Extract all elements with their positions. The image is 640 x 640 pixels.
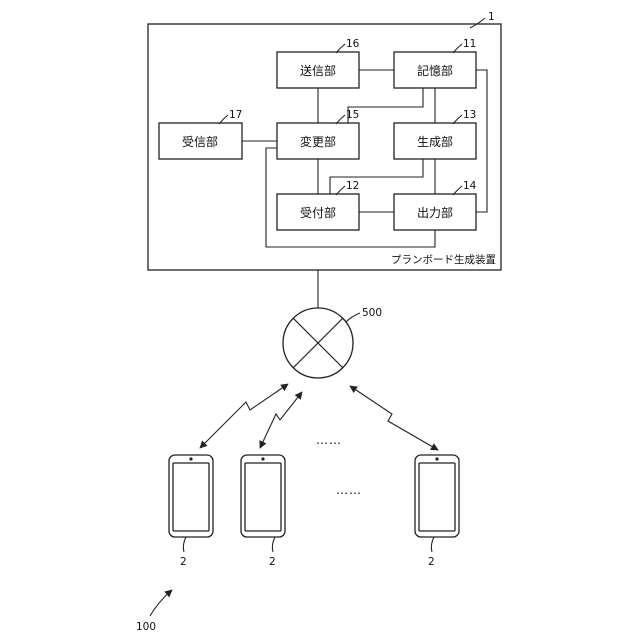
acceptance-block: 受付部 (277, 194, 359, 230)
phone-screen (173, 463, 209, 531)
wireless-link-2 (260, 392, 302, 448)
modification-label: 変更部 (300, 134, 336, 149)
reception-label: 受信部 (182, 134, 218, 149)
terminal-1 (169, 455, 213, 537)
terminal-1-ref-leader (183, 537, 186, 552)
phone-screen (245, 463, 281, 531)
phone-camera-icon (261, 457, 264, 460)
phone-screen (419, 463, 455, 531)
ellipsis-upper: …… (316, 433, 342, 447)
acceptance-label: 受付部 (300, 205, 336, 220)
storage-ref: 11 (463, 38, 476, 50)
phone-camera-icon (435, 457, 438, 460)
terminal-3 (415, 455, 459, 537)
output-ref: 14 (463, 180, 477, 192)
transmission-ref: 16 (346, 38, 360, 50)
generation-label: 生成部 (417, 134, 453, 149)
terminal-2-ref-leader (272, 537, 275, 552)
generation-ref: 13 (463, 109, 476, 121)
transmission-label: 送信部 (300, 63, 336, 78)
output-block: 出力部 (394, 194, 476, 230)
ellipsis-lower: …… (336, 483, 362, 497)
transmission-block: 送信部 (277, 52, 359, 88)
network-ref: 500 (362, 307, 382, 319)
network-ref-leader (346, 313, 360, 322)
storage-label: 記憶部 (417, 63, 453, 78)
network-node (283, 308, 353, 378)
device-ref: 1 (488, 11, 495, 23)
modification-block: 変更部 (277, 123, 359, 159)
phone-camera-icon (189, 457, 192, 460)
terminal-3-ref: 2 (428, 556, 435, 568)
modification-ref: 15 (346, 109, 359, 121)
system-ref: 100 (136, 621, 156, 633)
acceptance-ref: 12 (346, 180, 359, 192)
reception-ref: 17 (229, 109, 242, 121)
reception-block: 受信部 (159, 123, 242, 159)
terminal-2 (241, 455, 285, 537)
generation-block: 生成部 (394, 123, 476, 159)
storage-block: 記憶部 (394, 52, 476, 88)
output-label: 出力部 (417, 205, 453, 220)
system-ref-arrow (150, 590, 172, 616)
terminal-1-ref: 2 (180, 556, 187, 568)
wireless-link-3 (350, 386, 438, 450)
device-label: プランボード生成装置 (391, 253, 496, 266)
terminal-3-ref-leader (431, 537, 434, 552)
terminal-2-ref: 2 (269, 556, 276, 568)
